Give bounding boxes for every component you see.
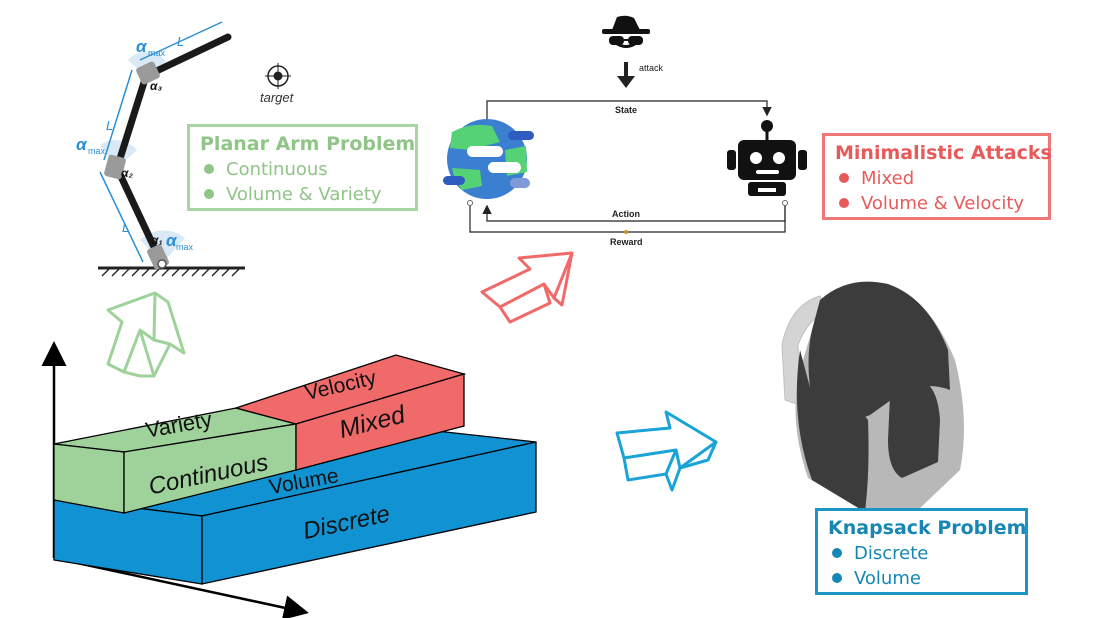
alpha-max-sub-2: max: [88, 146, 106, 156]
link3-dimension: [139, 21, 223, 61]
alpha-max-label-2: α: [76, 135, 88, 154]
link2-dimension: [103, 69, 133, 161]
joint-angle-1: α₁: [151, 233, 163, 247]
attack-arrow-head: [617, 76, 635, 88]
planar-arm-problem-box: Planar Arm Problem Continuous Volume & V…: [187, 124, 418, 211]
backpack-icon: [781, 281, 964, 517]
list-item: Continuous: [202, 157, 405, 182]
ground-hatch: [101, 267, 241, 277]
red-pointer-arrow: [480, 251, 574, 324]
green-pointer-arrow: [106, 291, 186, 378]
joint-angle-2: α₂: [121, 166, 133, 180]
reward-label: Reward: [610, 237, 643, 247]
arm-link-2: [113, 72, 150, 172]
blue-pointer-arrow: [615, 410, 718, 492]
list-item: Mixed: [837, 166, 1038, 191]
globe-icon: [443, 119, 534, 199]
env-port: [467, 200, 473, 206]
link1-dimension: [99, 171, 144, 263]
alpha-max-sub-1: max: [176, 242, 194, 252]
joint2-housing: [104, 154, 126, 180]
volume-block-front: [201, 441, 537, 585]
reward-node: [624, 230, 628, 234]
state-label: State: [615, 105, 637, 115]
link3-label: L: [177, 34, 184, 49]
list-item: Volume: [830, 566, 1015, 591]
rl-loop-diagram: attack State Action Reward: [443, 15, 807, 247]
knapsack-problem-list: Discrete Volume: [828, 541, 1015, 591]
attack-label: attack: [639, 63, 664, 73]
velocity-block-front: [295, 373, 465, 471]
minimalistic-attacks-title: Minimalistic Attacks: [835, 142, 1052, 164]
planar-arm-problem-list: Continuous Volume & Variety: [200, 157, 405, 207]
alpha-max-label-3: α: [136, 37, 148, 56]
arm-link-3: [142, 33, 232, 80]
alpha-max-sub-3: max: [148, 48, 166, 58]
action-label: Action: [612, 209, 640, 219]
joint3-housing: [136, 61, 160, 85]
planar-arm-illustration: L L L α max α max α max α₁ α₂ α₃ target: [76, 21, 295, 277]
agent-port: [782, 200, 788, 206]
link1-label: L: [122, 220, 129, 235]
state-arrow: [486, 100, 772, 120]
spy-icon: [602, 15, 650, 48]
knapsack-problem-title: Knapsack Problem: [828, 517, 1027, 539]
link2-label: L: [106, 118, 113, 133]
minimalistic-attacks-box: Minimalistic Attacks Mixed Volume & Velo…: [822, 133, 1052, 220]
list-item: Volume & Velocity: [837, 191, 1038, 216]
block-chart: Variety Continuous Velocity Mixed Volume…: [41, 341, 537, 618]
alpha-max-label-1: α: [166, 231, 178, 250]
joint-angle-3: α₃: [150, 79, 162, 93]
target-label: target: [260, 90, 295, 105]
robot-icon: [727, 120, 807, 196]
list-item: Volume & Variety: [202, 182, 405, 207]
list-item: Discrete: [830, 541, 1015, 566]
minimalistic-attacks-list: Mixed Volume & Velocity: [835, 166, 1038, 216]
joint1-pivot: [157, 259, 167, 269]
target-icon: [265, 63, 291, 89]
knapsack-problem-box: Knapsack Problem Discrete Volume: [815, 508, 1028, 595]
planar-arm-problem-title: Planar Arm Problem: [200, 133, 416, 155]
